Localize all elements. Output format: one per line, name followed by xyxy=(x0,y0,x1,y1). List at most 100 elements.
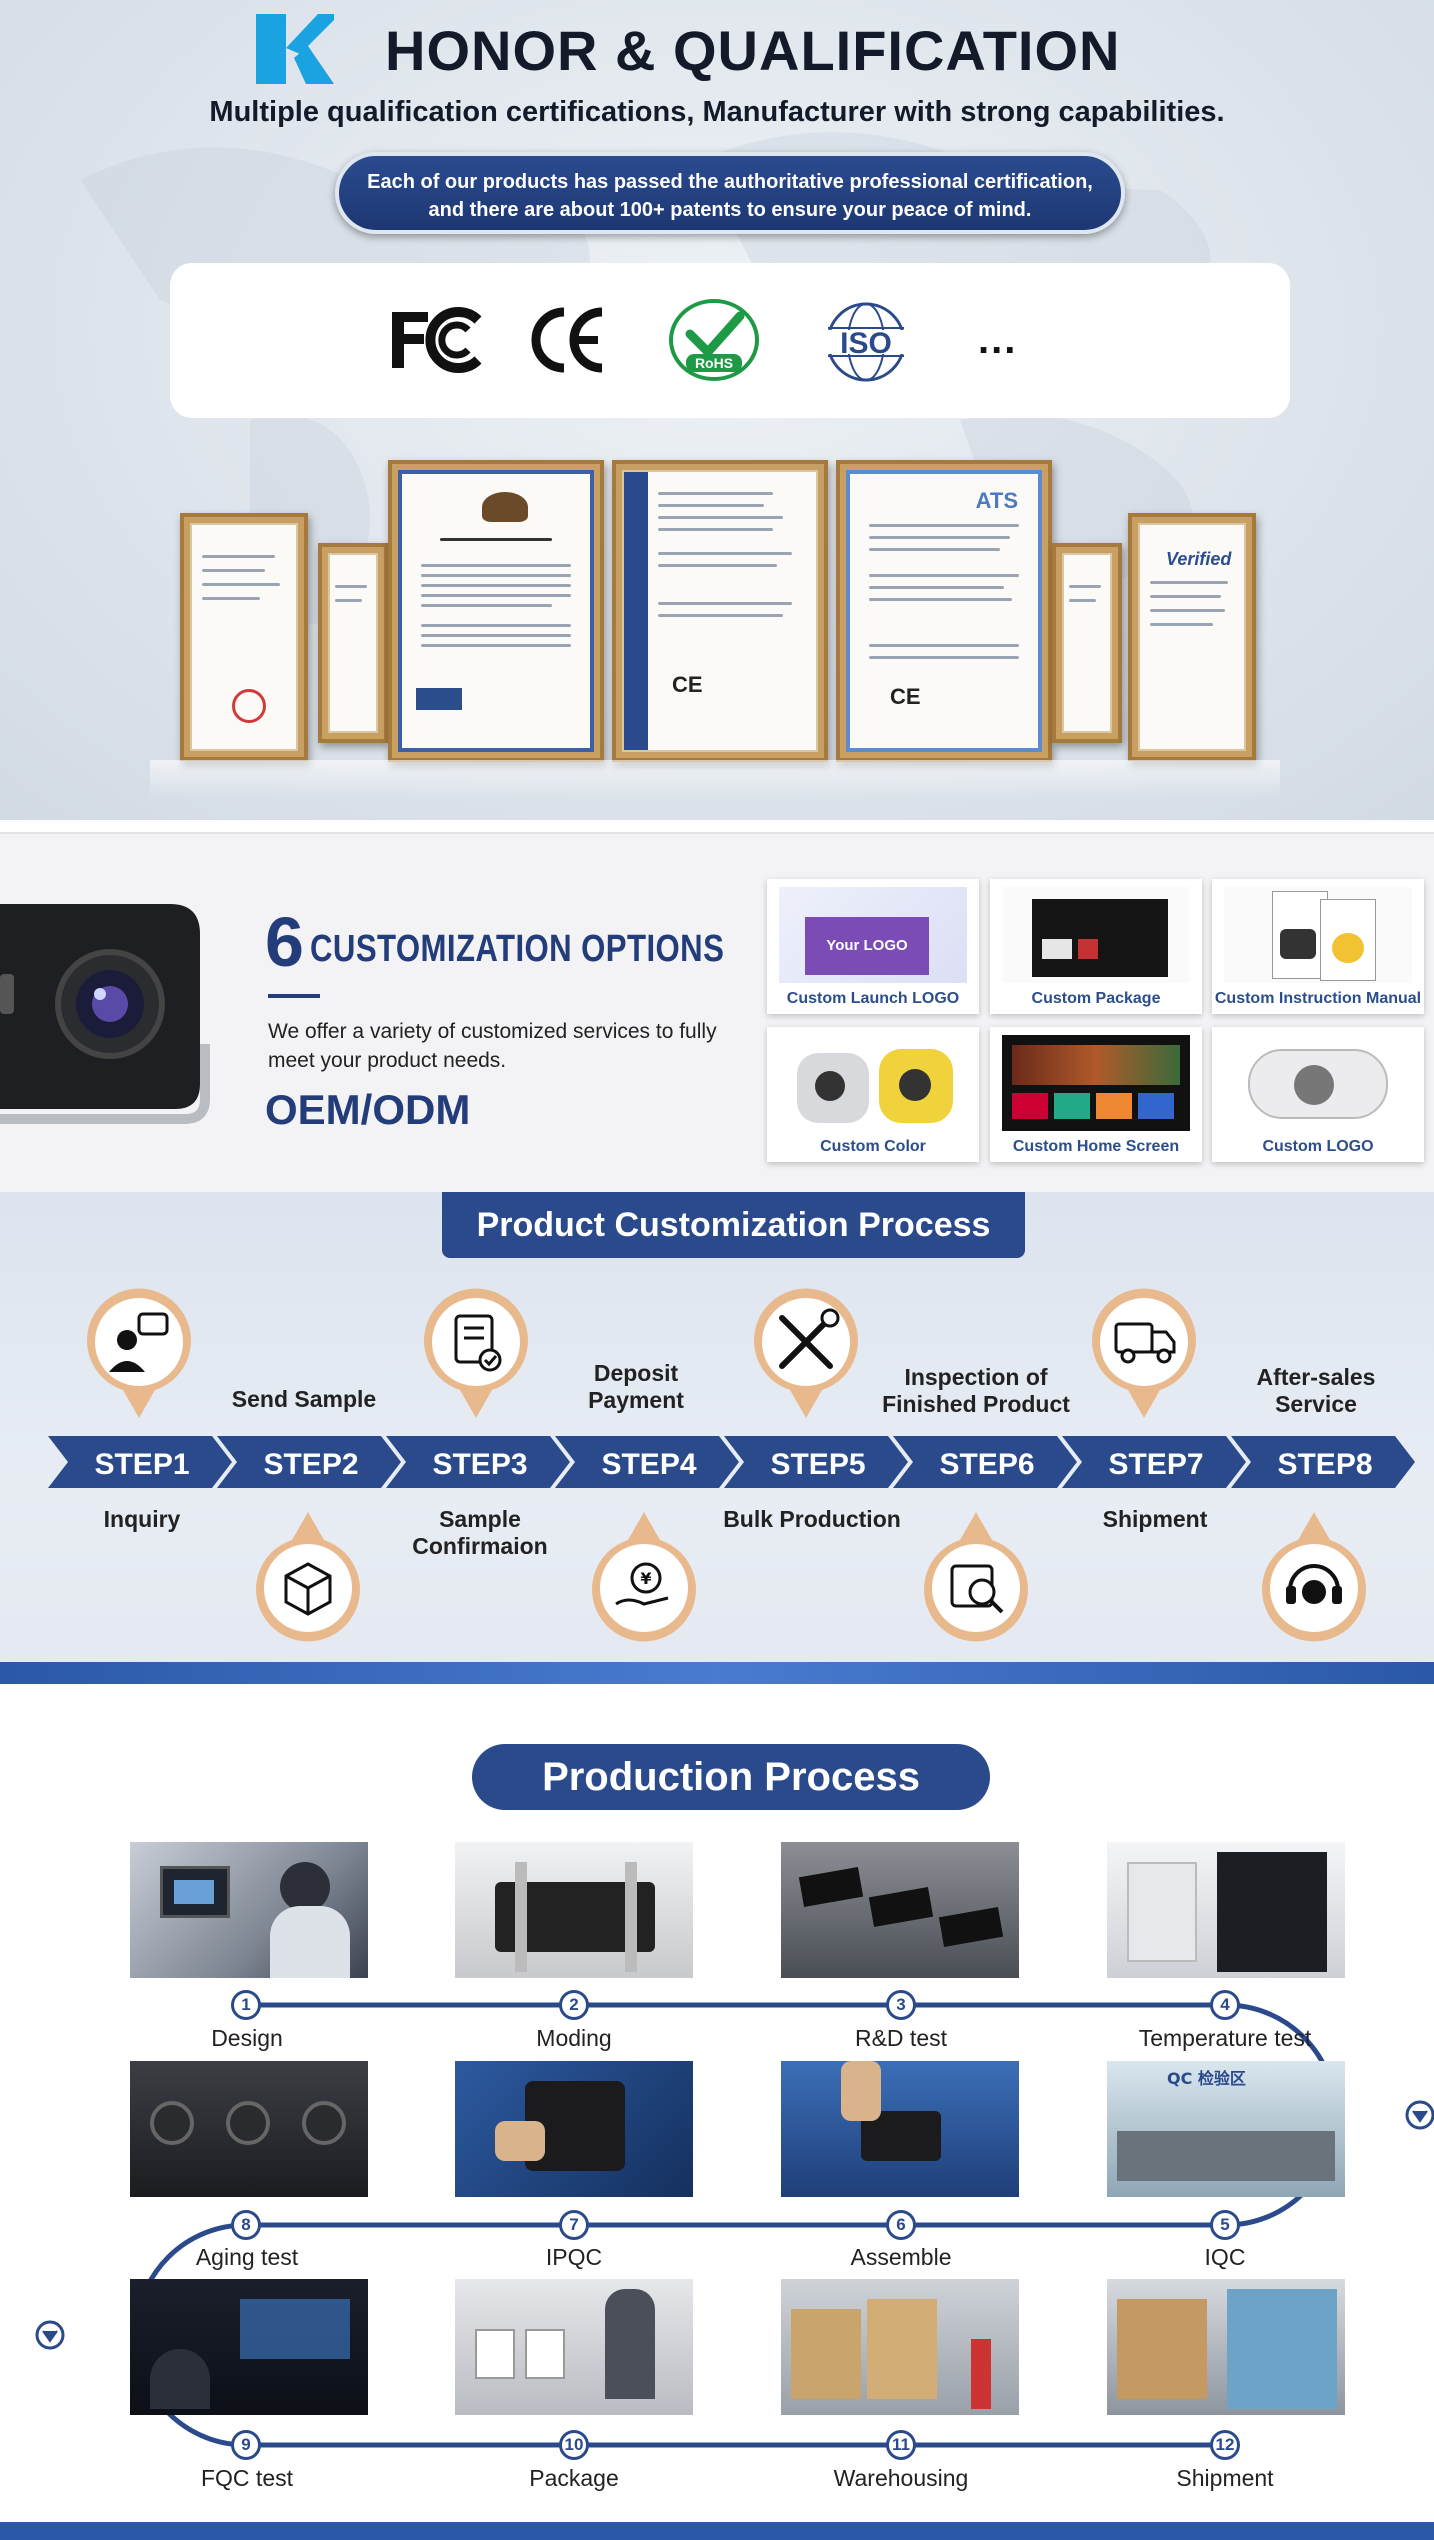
customization-title: CUSTOMIZATION OPTIONS xyxy=(310,928,725,970)
your-logo-sample: Your LOGO xyxy=(805,917,929,975)
step-5-description: Bulk Production xyxy=(723,1506,901,1532)
chevron-step-6 xyxy=(893,1436,1077,1488)
certification-notice: Each of our products has passed the auth… xyxy=(335,152,1125,234)
step-4-description: Deposit Payment xyxy=(588,1360,684,1413)
step-6-description: Inspection of Finished Product xyxy=(882,1364,1070,1417)
customer-service-headset-icon xyxy=(1262,1512,1366,1642)
temperature-test-photo xyxy=(1107,1842,1345,1978)
custom-package-card[interactable]: Custom Package xyxy=(990,879,1202,1014)
projector-image xyxy=(0,904,210,1124)
rohs-logo-text: RoHS xyxy=(695,355,733,371)
step-3-label: STEP3 xyxy=(432,1448,528,1481)
honor-section: HONOR & QUALIFICATION Multiple qualifica… xyxy=(0,0,1434,820)
moding-photo xyxy=(455,1842,693,1978)
step-number-11: 11 xyxy=(886,2430,916,2460)
step-1-description: Inquiry xyxy=(103,1506,181,1532)
launch-logo-image: Your LOGO xyxy=(779,887,967,983)
step-number-12: 12 xyxy=(1210,2430,1240,2460)
delivery-truck-icon xyxy=(1092,1288,1196,1418)
ce-logo-icon xyxy=(531,307,603,373)
manual-image xyxy=(1224,887,1412,983)
production-step-label: Warehousing xyxy=(833,2465,969,2491)
production-step-label: Temperature test xyxy=(1138,2025,1312,2051)
certificate-frame-ats: ATS CE xyxy=(836,460,1052,762)
footer-bar xyxy=(0,2522,1434,2540)
package-image xyxy=(1002,887,1190,983)
custom-home-screen-card[interactable]: Custom Home Screen xyxy=(990,1027,1202,1162)
home-screen-image xyxy=(1002,1035,1190,1131)
step-number-10: 10 xyxy=(559,2430,589,2460)
customization-process-title: Product Customization Process xyxy=(442,1192,1025,1258)
rd-test-photo xyxy=(781,1842,1019,1978)
production-step-label: Design xyxy=(211,2025,283,2051)
step-number-6: 6 xyxy=(886,2210,916,2240)
production-step-label: Assemble xyxy=(850,2244,952,2270)
fcc-logo-icon xyxy=(392,307,482,373)
customization-process-section: Product Customization Process STEP1 STEP… xyxy=(0,1192,1434,1684)
custom-color-card[interactable]: Custom Color xyxy=(767,1027,979,1162)
step-5-label: STEP5 xyxy=(770,1448,866,1481)
step-7-label: STEP7 xyxy=(1108,1448,1204,1481)
chevron-step-1 xyxy=(48,1436,232,1488)
certificate-frame-conformity: CE xyxy=(612,460,828,762)
custom-launch-logo-card[interactable]: Your LOGO Custom Launch LOGO xyxy=(767,879,979,1014)
rohs-logo-icon: RoHS xyxy=(669,299,759,381)
step-2-label: STEP2 xyxy=(263,1448,359,1481)
step-3-description: Sample Confirmaion xyxy=(412,1506,548,1559)
customization-section: 6 CUSTOMIZATION OPTIONS We offer a varie… xyxy=(0,832,1434,1192)
step-number-4: 4 xyxy=(1210,1990,1240,2020)
step-number-8: 8 xyxy=(231,2210,261,2240)
oem-odm-tagline: OEM/ODM xyxy=(265,1086,471,1133)
step-8-label: STEP8 xyxy=(1277,1448,1373,1481)
step-number-9: 9 xyxy=(231,2430,261,2460)
production-step-label: Shipment xyxy=(1176,2465,1274,2491)
certificate-frame-1 xyxy=(180,513,308,761)
design-photo xyxy=(130,1842,368,1978)
card-label: Custom Launch LOGO xyxy=(786,990,960,1007)
card-label: Custom Instruction Manual xyxy=(1214,990,1422,1007)
production-step-label: FQC test xyxy=(200,2465,293,2491)
chevron-step-5 xyxy=(724,1436,908,1488)
options-count: 6 xyxy=(265,903,304,981)
step-8-description: After-sales Service xyxy=(1256,1364,1376,1417)
custom-logo-card[interactable]: Custom LOGO xyxy=(1212,1027,1424,1162)
step-chevrons xyxy=(48,1436,1415,1488)
certificate-frame-2 xyxy=(318,543,388,743)
custom-logo-image xyxy=(1224,1035,1412,1131)
fqc-test-photo xyxy=(130,2279,368,2415)
production-step-label: R&D test xyxy=(854,2025,948,2051)
chevron-step-7 xyxy=(1062,1436,1246,1488)
production-step-label: IQC xyxy=(1204,2244,1246,2270)
color-options-image xyxy=(779,1035,967,1131)
production-step-label: Aging test xyxy=(195,2244,299,2270)
more-certifications: ... xyxy=(978,318,1018,362)
notice-line-1: Each of our products has passed the auth… xyxy=(367,171,1093,193)
notice-line-2: and there are about 100+ patents to ensu… xyxy=(428,199,1032,221)
card-label: Custom Package xyxy=(1031,990,1161,1007)
chevron-step-4 xyxy=(555,1436,739,1488)
payment-hand-icon: ¥ xyxy=(592,1512,696,1642)
section-divider-bar xyxy=(0,1662,1434,1684)
step-2-description: Send Sample xyxy=(231,1386,377,1412)
step-4-label: STEP4 xyxy=(601,1448,697,1481)
card-label: Custom LOGO xyxy=(1262,1138,1374,1155)
title-underline xyxy=(268,994,320,998)
card-label: Custom Home Screen xyxy=(1012,1138,1180,1155)
svg-text:¥: ¥ xyxy=(640,1569,651,1588)
confirmation-document-icon xyxy=(424,1288,528,1418)
aging-test-photo xyxy=(130,2061,368,2197)
ipqc-photo xyxy=(455,2061,693,2197)
shipment-photo xyxy=(1107,2279,1345,2415)
package-photo xyxy=(455,2279,693,2415)
sample-box-icon xyxy=(256,1512,360,1642)
floor-reflection xyxy=(150,760,1280,800)
iso-logo-icon: ISO xyxy=(818,302,914,382)
warehousing-photo xyxy=(781,2279,1019,2415)
step-7-description: Shipment xyxy=(1102,1506,1208,1532)
step-number-3: 3 xyxy=(886,1990,916,2020)
custom-instruction-manual-card[interactable]: Custom Instruction Manual xyxy=(1212,879,1424,1014)
step-number-2: 2 xyxy=(559,1990,589,2020)
step-number-1: 1 xyxy=(231,1990,261,2020)
step-1-label: STEP1 xyxy=(94,1448,190,1481)
iso-logo-text: ISO xyxy=(840,327,892,360)
